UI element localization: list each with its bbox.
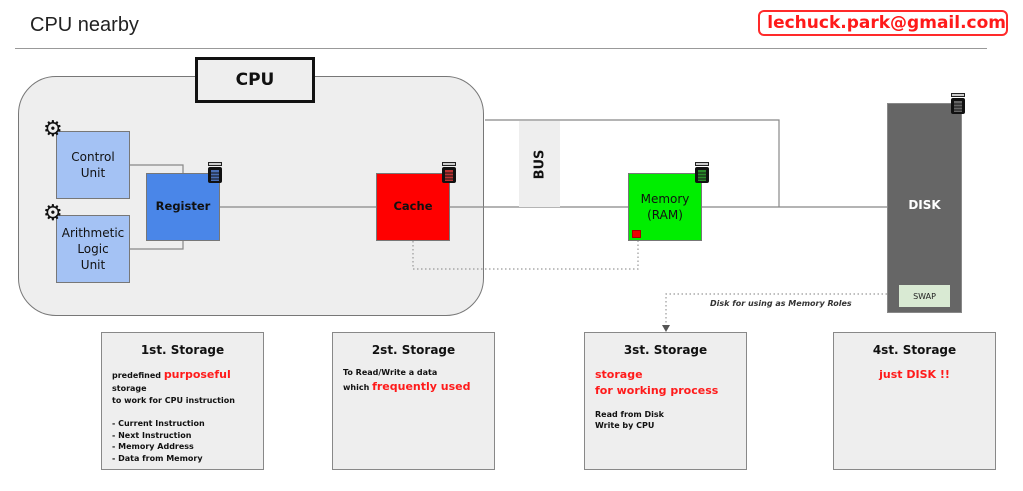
bus-label: BUS bbox=[531, 149, 547, 179]
gear-icon: ⚙ bbox=[43, 200, 63, 225]
card-highlight: just DISK !! bbox=[879, 368, 950, 381]
alu-register-line bbox=[130, 241, 184, 250]
register-label: Register bbox=[155, 199, 211, 214]
list-item: - Next Instruction bbox=[112, 430, 192, 440]
author-email[interactable]: lechuck.park@gmail.com bbox=[767, 13, 1006, 33]
swap-label: SWAP bbox=[913, 291, 936, 301]
cu-register-line bbox=[130, 164, 184, 173]
bus-block: BUS bbox=[519, 121, 560, 207]
author-badge[interactable]: lechuck.park@gmail.com bbox=[758, 10, 1008, 36]
cache-box[interactable]: Cache bbox=[376, 173, 450, 241]
storage-card-4: 4st. Storage just DISK !! bbox=[833, 332, 996, 470]
register-box[interactable]: Register bbox=[146, 173, 220, 241]
memory-label: Memory (RAM) bbox=[640, 191, 690, 222]
list-item: - Memory Address bbox=[112, 442, 194, 452]
memory-box[interactable]: Memory (RAM) bbox=[628, 173, 702, 241]
disk-box[interactable] bbox=[887, 103, 962, 313]
card-title: 4st. Storage bbox=[872, 343, 957, 357]
storage-icon bbox=[208, 162, 222, 183]
cache-label: Cache bbox=[393, 199, 433, 214]
alu-box[interactable]: Arithmetic Logic Unit bbox=[56, 215, 130, 283]
disk-label: DISK bbox=[908, 198, 941, 212]
control-unit-label: Control Unit bbox=[71, 149, 115, 180]
storage-card-1: 1st. Storage predefined purposeful stora… bbox=[101, 332, 264, 470]
header-divider bbox=[15, 48, 987, 49]
alu-label: Arithmetic Logic Unit bbox=[61, 225, 125, 273]
storage-icon bbox=[951, 93, 965, 114]
memory-marker bbox=[632, 230, 641, 238]
storage-icon bbox=[695, 162, 709, 183]
control-unit-box[interactable]: Control Unit bbox=[56, 131, 130, 199]
bus-loop-line bbox=[485, 119, 780, 207]
cpu-label: CPU bbox=[195, 57, 315, 103]
list-item: - Data from Memory bbox=[112, 453, 203, 463]
swap-dotted-line bbox=[665, 293, 899, 326]
page-title: CPU nearby bbox=[30, 14, 139, 36]
swap-note: Disk for using as Memory Roles bbox=[710, 299, 852, 308]
card-title: 2st. Storage bbox=[371, 343, 456, 357]
gear-icon: ⚙ bbox=[43, 116, 63, 141]
swap-box[interactable]: SWAP bbox=[899, 285, 950, 307]
list-item: - Current Instruction bbox=[112, 419, 205, 429]
card-title: 1st. Storage bbox=[140, 343, 225, 357]
storage-icon bbox=[442, 162, 456, 183]
card-title: 3st. Storage bbox=[623, 343, 708, 357]
card-list: - Current Instruction - Next Instruction… bbox=[112, 418, 253, 464]
swap-arrow-head bbox=[662, 325, 670, 332]
cache-memory-dotted-line bbox=[412, 241, 639, 270]
